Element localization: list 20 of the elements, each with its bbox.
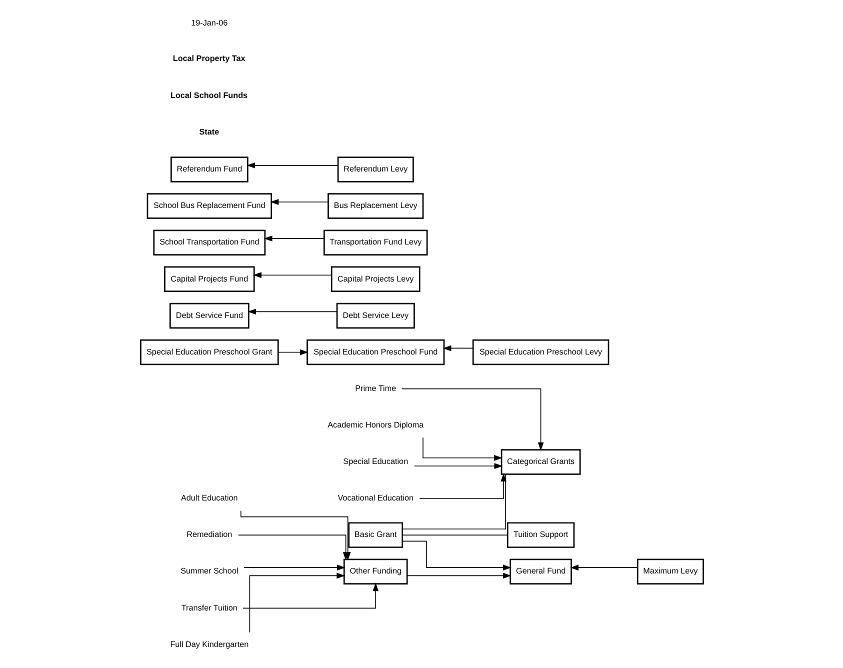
arrow [422, 437, 502, 461]
arrow [406, 572, 511, 579]
arrow [270, 199, 328, 205]
arrow [242, 582, 378, 609]
arrow [243, 564, 345, 570]
arrow [263, 236, 324, 242]
arrow [413, 463, 502, 469]
arrow [418, 473, 506, 499]
arrow [246, 162, 338, 168]
arrow [570, 564, 638, 570]
arrow [402, 540, 511, 570]
connector [402, 474, 506, 530]
arrow [247, 308, 337, 315]
arrow [237, 534, 348, 560]
arrow [400, 388, 544, 451]
arrow [442, 345, 473, 352]
connector [402, 534, 508, 536]
arrow [252, 272, 332, 278]
arrow [248, 572, 345, 633]
arrow [277, 349, 308, 356]
